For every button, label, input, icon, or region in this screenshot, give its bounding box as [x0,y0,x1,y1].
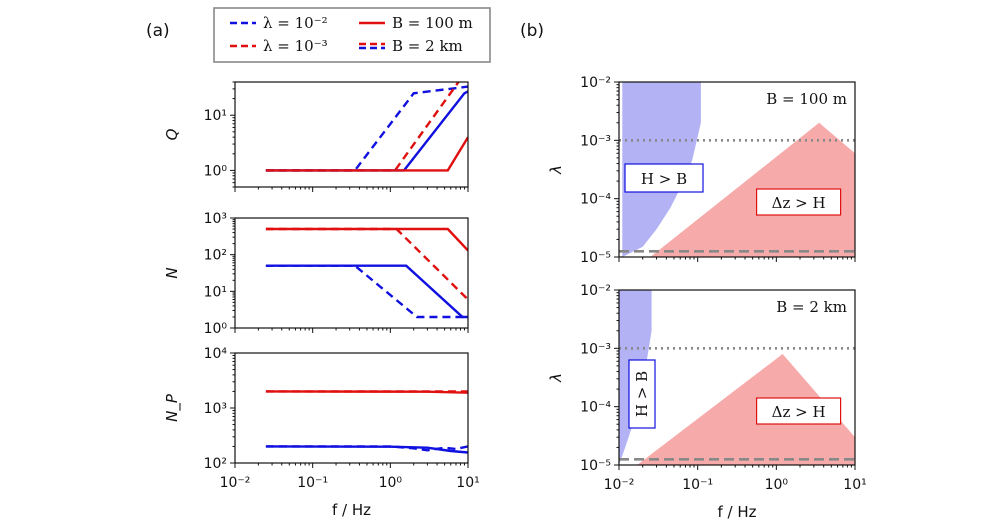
x-tick-label: 10⁻² [220,475,251,491]
y-tick-label: 10² [204,456,227,472]
y-tick-label: 10⁰ [204,163,228,179]
x-axis-label: f / Hz [717,503,756,521]
plot-area [265,82,468,172]
x-axis-label: f / Hz [332,501,371,519]
plot-N: 10⁰ 10¹ 10² 10³ N [163,211,469,337]
series-line-2 [265,82,460,172]
red-region-label: Δz > H [772,403,826,421]
series-line-2 [265,227,468,252]
region-dz-gt-h [650,122,855,257]
plot-lambda-B100m: 10⁻⁵ 10⁻⁴ 10⁻³ 10⁻² λ B = 100 m Δz > H H > B [547,75,856,266]
series-line-3 [265,90,468,172]
red-region-label: Δz > H [772,194,826,212]
legend-frame [213,7,491,63]
x-tick-label: 10⁻¹ [297,475,328,491]
y-tick-label: 10⁴ [204,346,228,362]
panel-annotation: B = 2 km [776,298,847,316]
legend-label-1: λ = 10⁻² [263,14,328,32]
y-axis-label: λ [547,165,565,175]
y-tick-label: 10¹ [204,284,227,300]
series-line-4 [265,264,468,319]
series-line-4 [265,136,468,172]
blue-region-label: H > B [633,371,651,417]
axes-frame [234,81,469,188]
y-tick-label: 10⁻⁵ [580,250,611,266]
x-tick-label: 10⁻² [604,477,635,493]
blue-region-label-box [628,359,656,429]
plot-area [265,227,468,319]
y-tick-label: 10³ [204,211,227,227]
y-tick-label: 10² [204,248,227,264]
y-tick-label: 10³ [204,401,227,417]
legend: λ = 10⁻² λ = 10⁻³ B = 100 m B = 2 km [213,7,491,63]
y-tick-label: 10⁻² [580,75,611,91]
series-line-3 [265,264,468,319]
legend-swatch-4 [359,42,385,50]
y-tick-label: 10⁻³ [580,133,611,149]
y-tick-label: 10⁻⁴ [580,192,611,208]
x-tick-label: 10¹ [456,475,479,491]
blue-region-label: H > B [641,170,687,188]
legend-label-3: B = 100 m [392,14,473,32]
series-line-1 [265,227,468,301]
x-tick-label: 10⁰ [379,475,403,491]
red-region-label-box [755,397,842,425]
y-tick-label: 10¹ [204,108,227,124]
series-line-2 [265,390,468,394]
y-axis-label: N_P [163,393,182,422]
y-axis-label: Q [163,128,181,140]
y-tick-label: 10⁻⁴ [580,400,611,416]
legend-label-2: λ = 10⁻³ [263,37,328,55]
y-tick-label: 10⁻³ [580,341,611,357]
axes-frame [618,81,856,258]
y-axis-label: N [163,267,181,278]
series-line-4 [265,445,468,454]
y-tick-label: 10⁰ [204,321,228,337]
plot-NP: 10² 10³ 10⁴ 10⁻² 10⁻¹ 10⁰ 10¹ f / Hz N_P [163,346,480,519]
legend-label-4: B = 2 km [392,37,463,55]
axes-frame [618,289,856,466]
plot-area [265,390,468,454]
x-tick-label: 10¹ [843,477,866,493]
x-tick-label: 10⁻¹ [682,477,713,493]
panel-label-b: (b) [520,21,544,41]
axes-frame [234,217,469,329]
y-tick-label: 10⁻² [580,283,611,299]
blue-region-label-box [624,163,704,193]
region-dz-gt-h [637,354,855,465]
panel-label-a: (a) [146,21,170,41]
plot-Q: 10⁰ 10¹ Q [163,81,469,192]
red-region-label-box [755,188,842,216]
x-tick-label: 10⁰ [765,477,789,493]
y-tick-label: 10⁻⁵ [580,458,611,474]
y-axis-label: λ [547,373,565,383]
panel-annotation: B = 100 m [766,90,847,108]
plot-lambda-B2km: 10⁻⁵ 10⁻⁴ 10⁻³ 10⁻² 10⁻² 10⁻¹ 10⁰ 10¹ f / Hz λ B =… [547,283,867,521]
